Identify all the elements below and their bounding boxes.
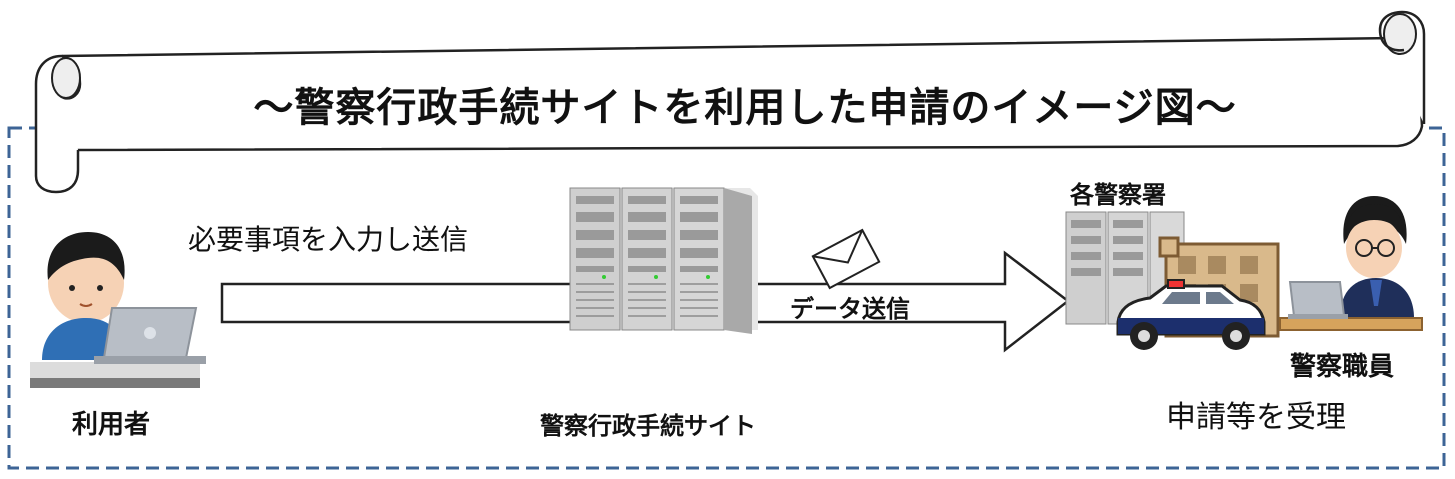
user-label: 利用者 [72, 410, 151, 440]
user-with-laptop-icon [30, 232, 206, 388]
officer-at-laptop-icon [1279, 196, 1423, 331]
staff-label: 警察職員 [1290, 352, 1395, 382]
dashed-frame [7, 126, 1446, 470]
input-send-label: 必要事項を入力し送信 [188, 223, 469, 256]
police-car-icon [1116, 279, 1266, 350]
scroll-banner [34, 10, 1426, 194]
data-send-label: データ送信 [790, 295, 910, 323]
mail-envelope-icon [811, 228, 881, 290]
page-title: ～警察行政手続サイトを利用した申請のイメージ図～ [253, 85, 1237, 131]
stations-label: 各警察署 [1070, 181, 1166, 209]
site-label: 警察行政手続サイト [540, 412, 756, 440]
receive-label: 申請等を受理 [1166, 400, 1346, 435]
server-rack-icon [569, 187, 758, 334]
